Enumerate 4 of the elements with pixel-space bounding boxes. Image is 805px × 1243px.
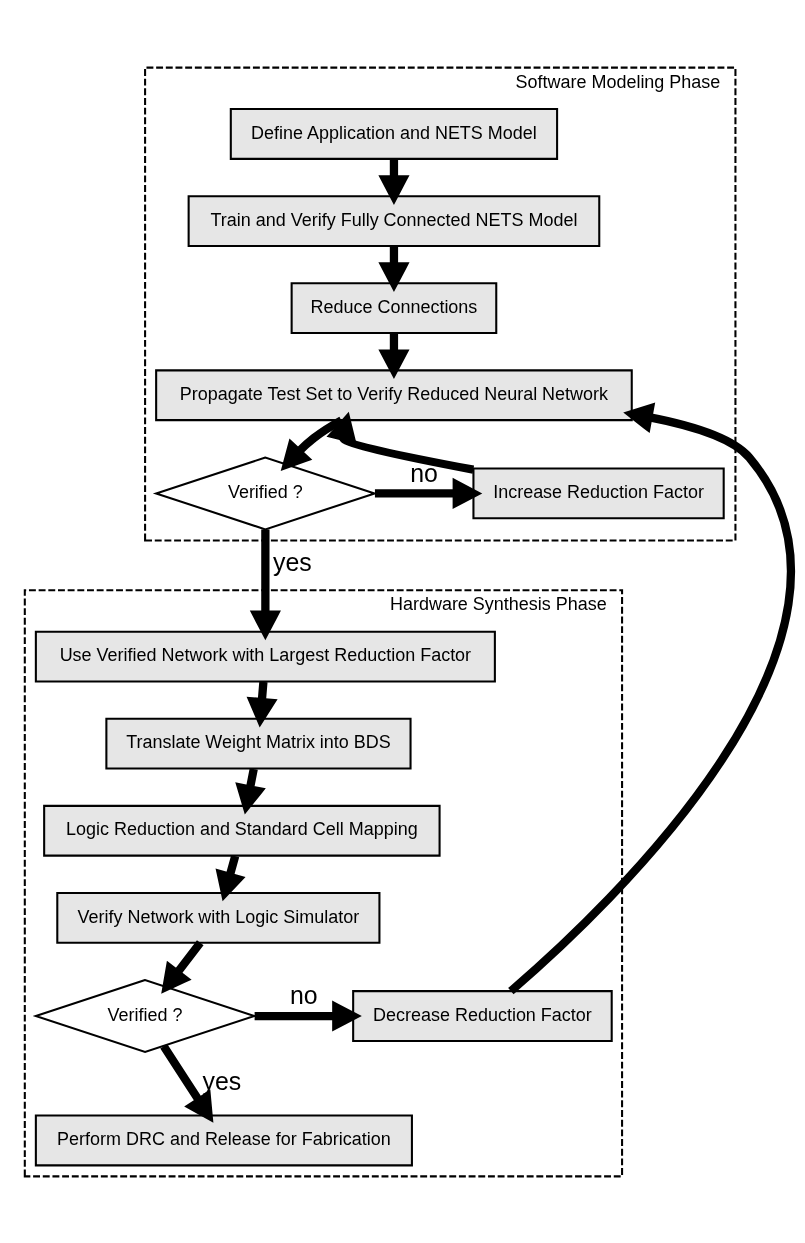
edge-label: no bbox=[289, 980, 318, 1009]
edge-label: yes bbox=[272, 547, 312, 576]
edge-label: yes bbox=[202, 1066, 242, 1095]
edge-label: no bbox=[410, 458, 438, 487]
